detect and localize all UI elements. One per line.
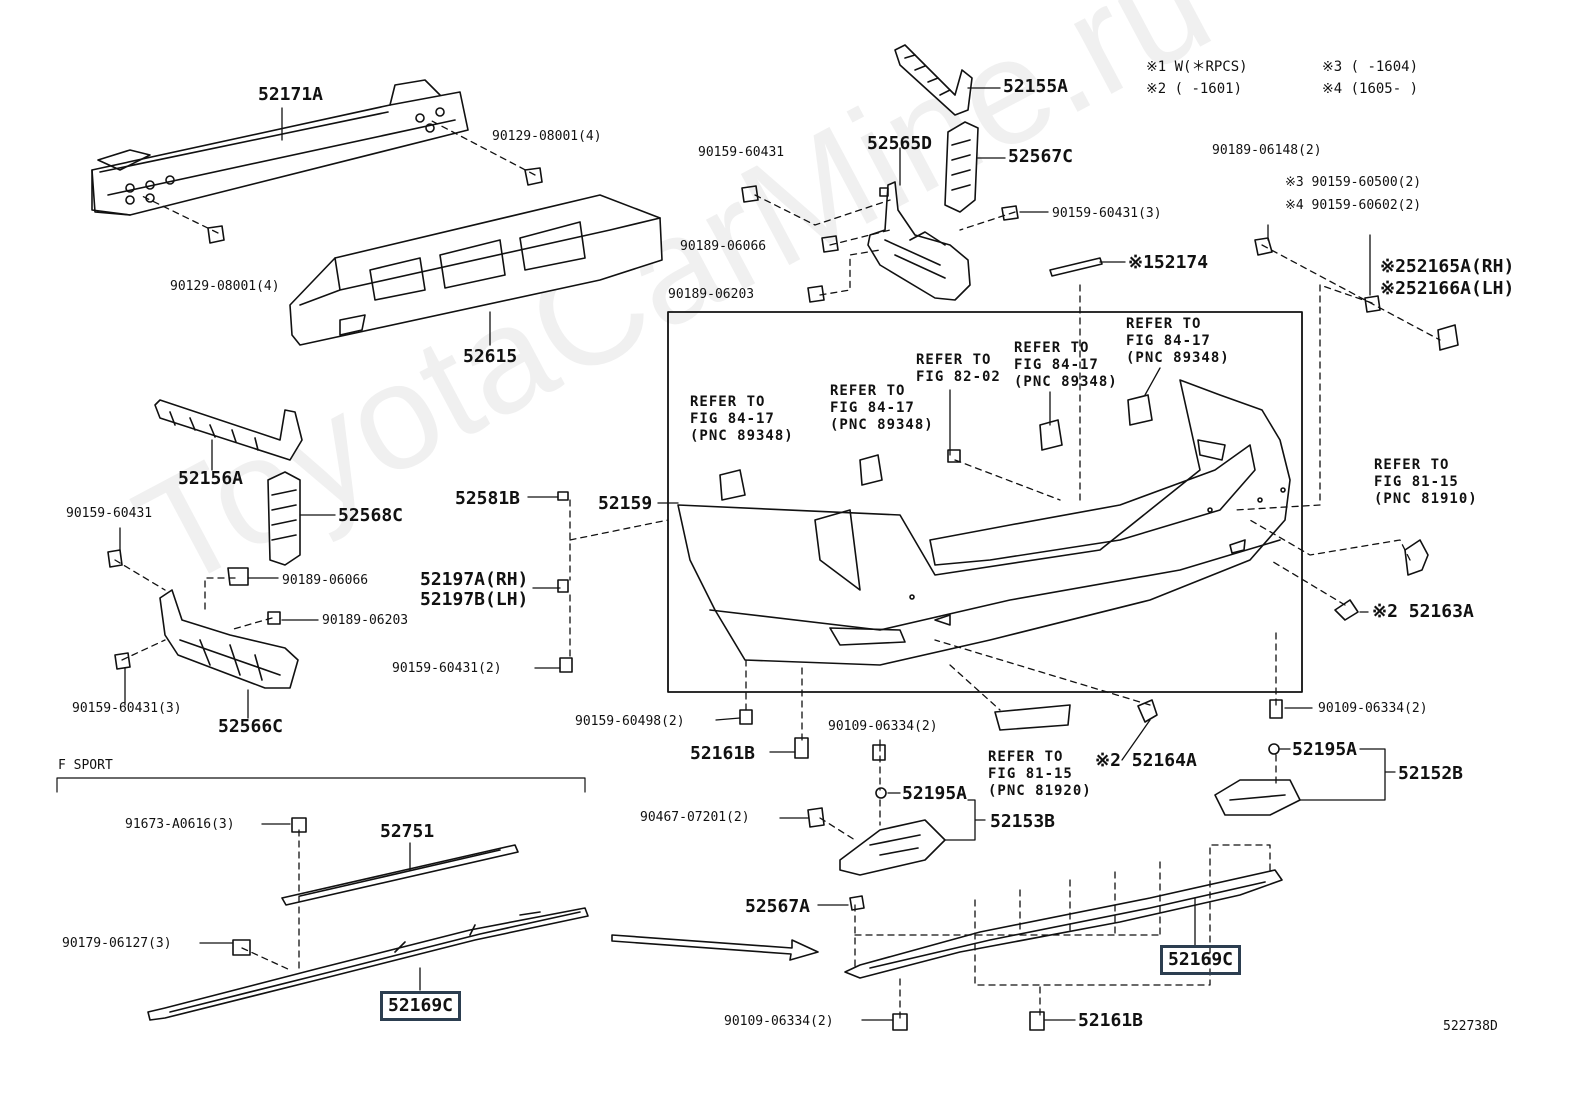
label-90189-06066-b[interactable]: 90189-06066 (282, 573, 369, 588)
label-90189-06203-a[interactable]: 90189-06203 (668, 287, 755, 302)
label-52197A[interactable]: 52197A(RH) (420, 569, 529, 590)
part-52568C-support[interactable] (267, 471, 301, 566)
label-52155A[interactable]: 52155A (1003, 76, 1069, 97)
part-reflector-81910[interactable] (1404, 539, 1429, 576)
part-52155A-bracket[interactable] (894, 44, 973, 116)
label-90159-60431-2[interactable]: 90159-60431(2) (392, 661, 502, 676)
part-52163A-cap[interactable] (1334, 599, 1359, 621)
label-52581B[interactable]: 52581B (455, 488, 521, 509)
label-52161B-a[interactable]: 52161B (690, 743, 756, 764)
label-90159-60498[interactable]: 90159-60498(2) (575, 714, 685, 729)
label-52153B[interactable]: 52153B (990, 811, 1056, 832)
fsport-bracket-line (56, 777, 586, 793)
label-52751[interactable]: 52751 (380, 821, 435, 842)
label-52566C[interactable]: 52566C (218, 716, 284, 737)
label-52567A[interactable]: 52567A (745, 896, 811, 917)
label-90159-60500[interactable]: ※3 90159-60500(2) (1285, 175, 1422, 190)
part-52566C-retainer[interactable] (159, 589, 299, 689)
part-52165A-cap[interactable] (1437, 324, 1459, 351)
fasteners (107, 167, 1381, 1031)
label-90159-60602[interactable]: ※4 90159-60602(2) (1285, 198, 1422, 213)
label-90109-06334-a[interactable]: 90109-06334(2) (828, 719, 938, 734)
label-52156A[interactable]: 52156A (178, 468, 244, 489)
part-52164A-cap[interactable] (1137, 699, 1158, 723)
label-52171A[interactable]: 52171A (258, 84, 324, 105)
label-52197B[interactable]: 52197B(LH) (420, 589, 529, 610)
part-52565D-retainer[interactable] (867, 181, 971, 301)
section-label-f-sport: F SPORT (58, 758, 113, 773)
part-52751-garnish[interactable] (281, 844, 519, 906)
label-52159[interactable]: 52159 (598, 493, 653, 514)
label-52195A-a[interactable]: 52195A (902, 783, 968, 804)
label-52568C[interactable]: 52568C (338, 505, 404, 526)
label-90109-06334-b[interactable]: 90109-06334(2) (1318, 701, 1428, 716)
label-52169C-a[interactable]: 52169C (380, 991, 462, 1021)
label-52615[interactable]: 52615 (463, 346, 518, 367)
label-90189-06066-a[interactable]: 90189-06066 (680, 239, 767, 254)
note-1: ※1 W(＊RPCS) (1146, 59, 1248, 75)
label-52174[interactable]: ※152174 (1128, 252, 1209, 273)
label-52565D[interactable]: 52565D (867, 133, 933, 154)
label-52152B[interactable]: 52152B (1398, 763, 1464, 784)
clips-group (719, 394, 1153, 501)
label-90467-07201[interactable]: 90467-07201(2) (640, 810, 750, 825)
label-52169C-b[interactable]: 52169C (1160, 945, 1242, 975)
part-52159-bumper-cover[interactable] (667, 311, 1303, 693)
label-90159-60431-a[interactable]: 90159-60431 (698, 145, 785, 160)
part-52615-absorber[interactable] (289, 194, 663, 346)
part-reflector-81920[interactable] (994, 704, 1071, 731)
dashed-leaders (114, 119, 1441, 1019)
label-90159-60431-3a[interactable]: 90159-60431(3) (1052, 206, 1162, 221)
label-52163A[interactable]: ※2 52163A (1372, 601, 1474, 622)
part-52152B-bracket[interactable] (1214, 779, 1301, 816)
label-52164A[interactable]: ※2 52164A (1095, 750, 1197, 771)
label-52567C[interactable]: 52567C (1008, 146, 1074, 167)
part-52174-strip[interactable] (1049, 257, 1103, 277)
note-3: ※3 ( -1604) (1322, 59, 1419, 75)
part-52153B-bracket[interactable] (839, 819, 946, 876)
part-52567C-support[interactable] (944, 121, 979, 213)
part-52171A-reinforcement[interactable] (91, 79, 469, 216)
label-52161B-b[interactable]: 52161B (1078, 1010, 1144, 1031)
label-91673-A0616[interactable]: 91673-A0616(3) (125, 817, 235, 832)
label-90109-06334-c[interactable]: 90109-06334(2) (724, 1014, 834, 1029)
note-2: ※2 ( -1601) (1146, 81, 1243, 97)
label-90129-08001-b[interactable]: 90129-08001(4) (170, 279, 280, 294)
part-52156A-bracket[interactable] (154, 399, 303, 461)
label-52166A[interactable]: ※252166A(LH) (1380, 278, 1515, 299)
label-52195A-b[interactable]: 52195A (1292, 739, 1358, 760)
solid-leaders (119, 87, 1396, 1021)
label-90189-06203-b[interactable]: 90189-06203 (322, 613, 409, 628)
note-4: ※4 (1605- ) (1322, 81, 1419, 97)
label-90179-06127[interactable]: 90179-06127(3) (62, 936, 172, 951)
figure-id: 522738D (1443, 1019, 1498, 1034)
direction-arrow (611, 934, 819, 961)
label-90129-08001-a[interactable]: 90129-08001(4) (492, 129, 602, 144)
label-52165A[interactable]: ※252165A(RH) (1380, 256, 1515, 277)
label-90159-60431-b[interactable]: 90159-60431 (66, 506, 153, 521)
label-90159-60431-3b[interactable]: 90159-60431(3) (72, 701, 182, 716)
part-52169C-spoiler-left[interactable] (147, 907, 589, 1021)
label-90189-06148[interactable]: 90189-06148(2) (1212, 143, 1322, 158)
